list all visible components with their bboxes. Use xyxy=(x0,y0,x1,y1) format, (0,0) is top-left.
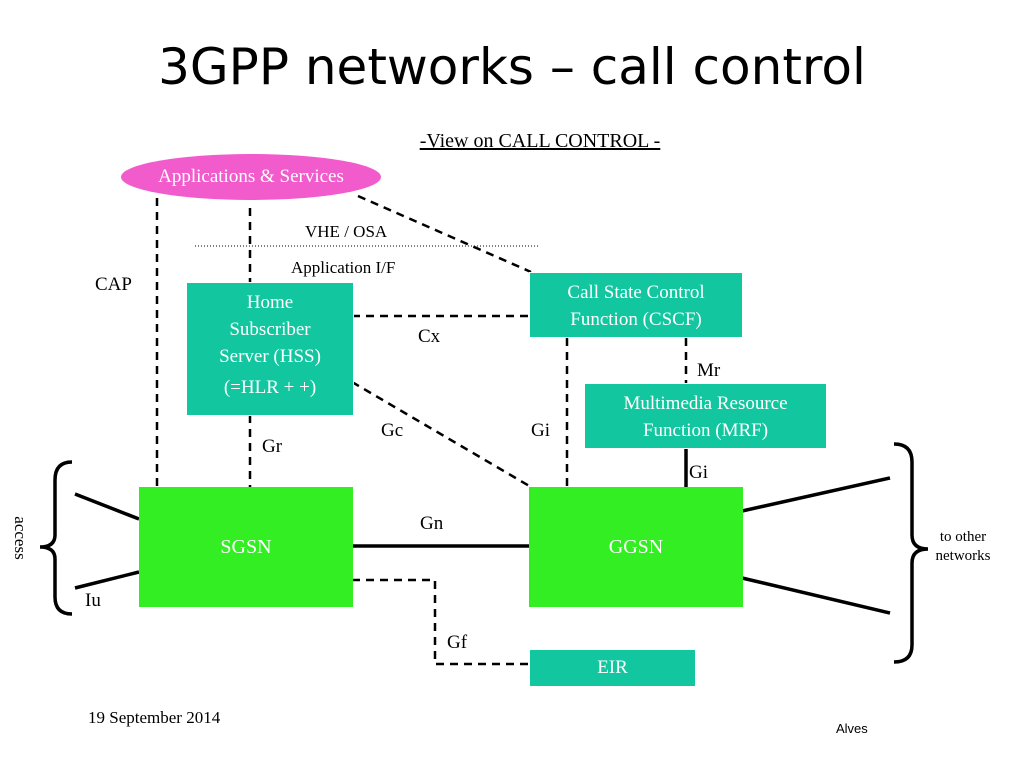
gn-label: Gn xyxy=(420,513,444,534)
eir-label: EIR xyxy=(597,657,628,678)
mrf-node: Multimedia Resource Function (MRF) xyxy=(584,383,827,449)
hss-line-1: Home xyxy=(246,292,294,313)
cap-label: CAP xyxy=(95,274,132,295)
gf-label: Gf xyxy=(447,632,468,653)
hss-node: Home Subscriber Server (HSS) (=HLR + +) xyxy=(186,282,354,416)
sgsn-node: SGSN xyxy=(139,487,353,607)
cscf-line-1: Call State Control xyxy=(567,282,705,303)
gc-label: Gc xyxy=(381,420,404,441)
ggsn-label: GGSN xyxy=(608,535,664,558)
to-other-line-1: to other xyxy=(939,529,987,545)
networks-brace xyxy=(893,442,929,664)
access-line-bottom xyxy=(74,570,140,590)
access-line-top xyxy=(74,492,140,521)
diagram-subtitle: -View on CALL CONTROL - xyxy=(419,130,661,152)
sgsn-to-eir-gf-line xyxy=(352,578,529,666)
networks-line-top xyxy=(741,476,891,513)
cscf-node: Call State Control Function (CSCF) xyxy=(529,272,743,338)
footer-date: 19 September 2014 xyxy=(88,708,221,727)
vhe-osa-label: VHE / OSA xyxy=(305,222,388,241)
hss-line-4: (=HLR + +) xyxy=(223,377,317,398)
mrf-line-2: Function (MRF) xyxy=(642,420,769,441)
hss-line-2: Subscriber xyxy=(229,319,311,340)
networks-line-bottom xyxy=(741,576,891,615)
sgsn-label: SGSN xyxy=(220,535,272,558)
iu-label: Iu xyxy=(85,590,101,611)
cscf-line-2: Function (CSCF) xyxy=(570,309,702,330)
hss-to-ggsn-gc-line xyxy=(351,380,532,489)
cx-label: Cx xyxy=(418,326,441,347)
access-brace xyxy=(39,460,73,616)
applications-services-node: Applications & Services xyxy=(121,154,381,200)
mrf-line-1: Multimedia Resource xyxy=(623,393,788,414)
mr-label: Mr xyxy=(697,360,721,381)
to-other-networks-label: to other networks xyxy=(926,528,1000,566)
apps-to-cscf-line xyxy=(357,194,532,274)
gr-label: Gr xyxy=(262,436,283,457)
to-other-line-2: networks xyxy=(935,548,991,564)
applications-services-label: Applications & Services xyxy=(158,166,344,187)
gi-mrf-label: Gi xyxy=(689,462,708,483)
page-title: 3GPP networks – call control xyxy=(158,38,866,96)
eir-node: EIR xyxy=(529,649,696,687)
ggsn-node: GGSN xyxy=(529,487,743,607)
application-if-label: Application I/F xyxy=(291,258,396,277)
gi-cscf-label: Gi xyxy=(531,420,550,441)
access-label: access xyxy=(11,516,30,560)
footer-author: Alves xyxy=(836,721,868,736)
hss-line-3: Server (HSS) xyxy=(219,346,321,367)
